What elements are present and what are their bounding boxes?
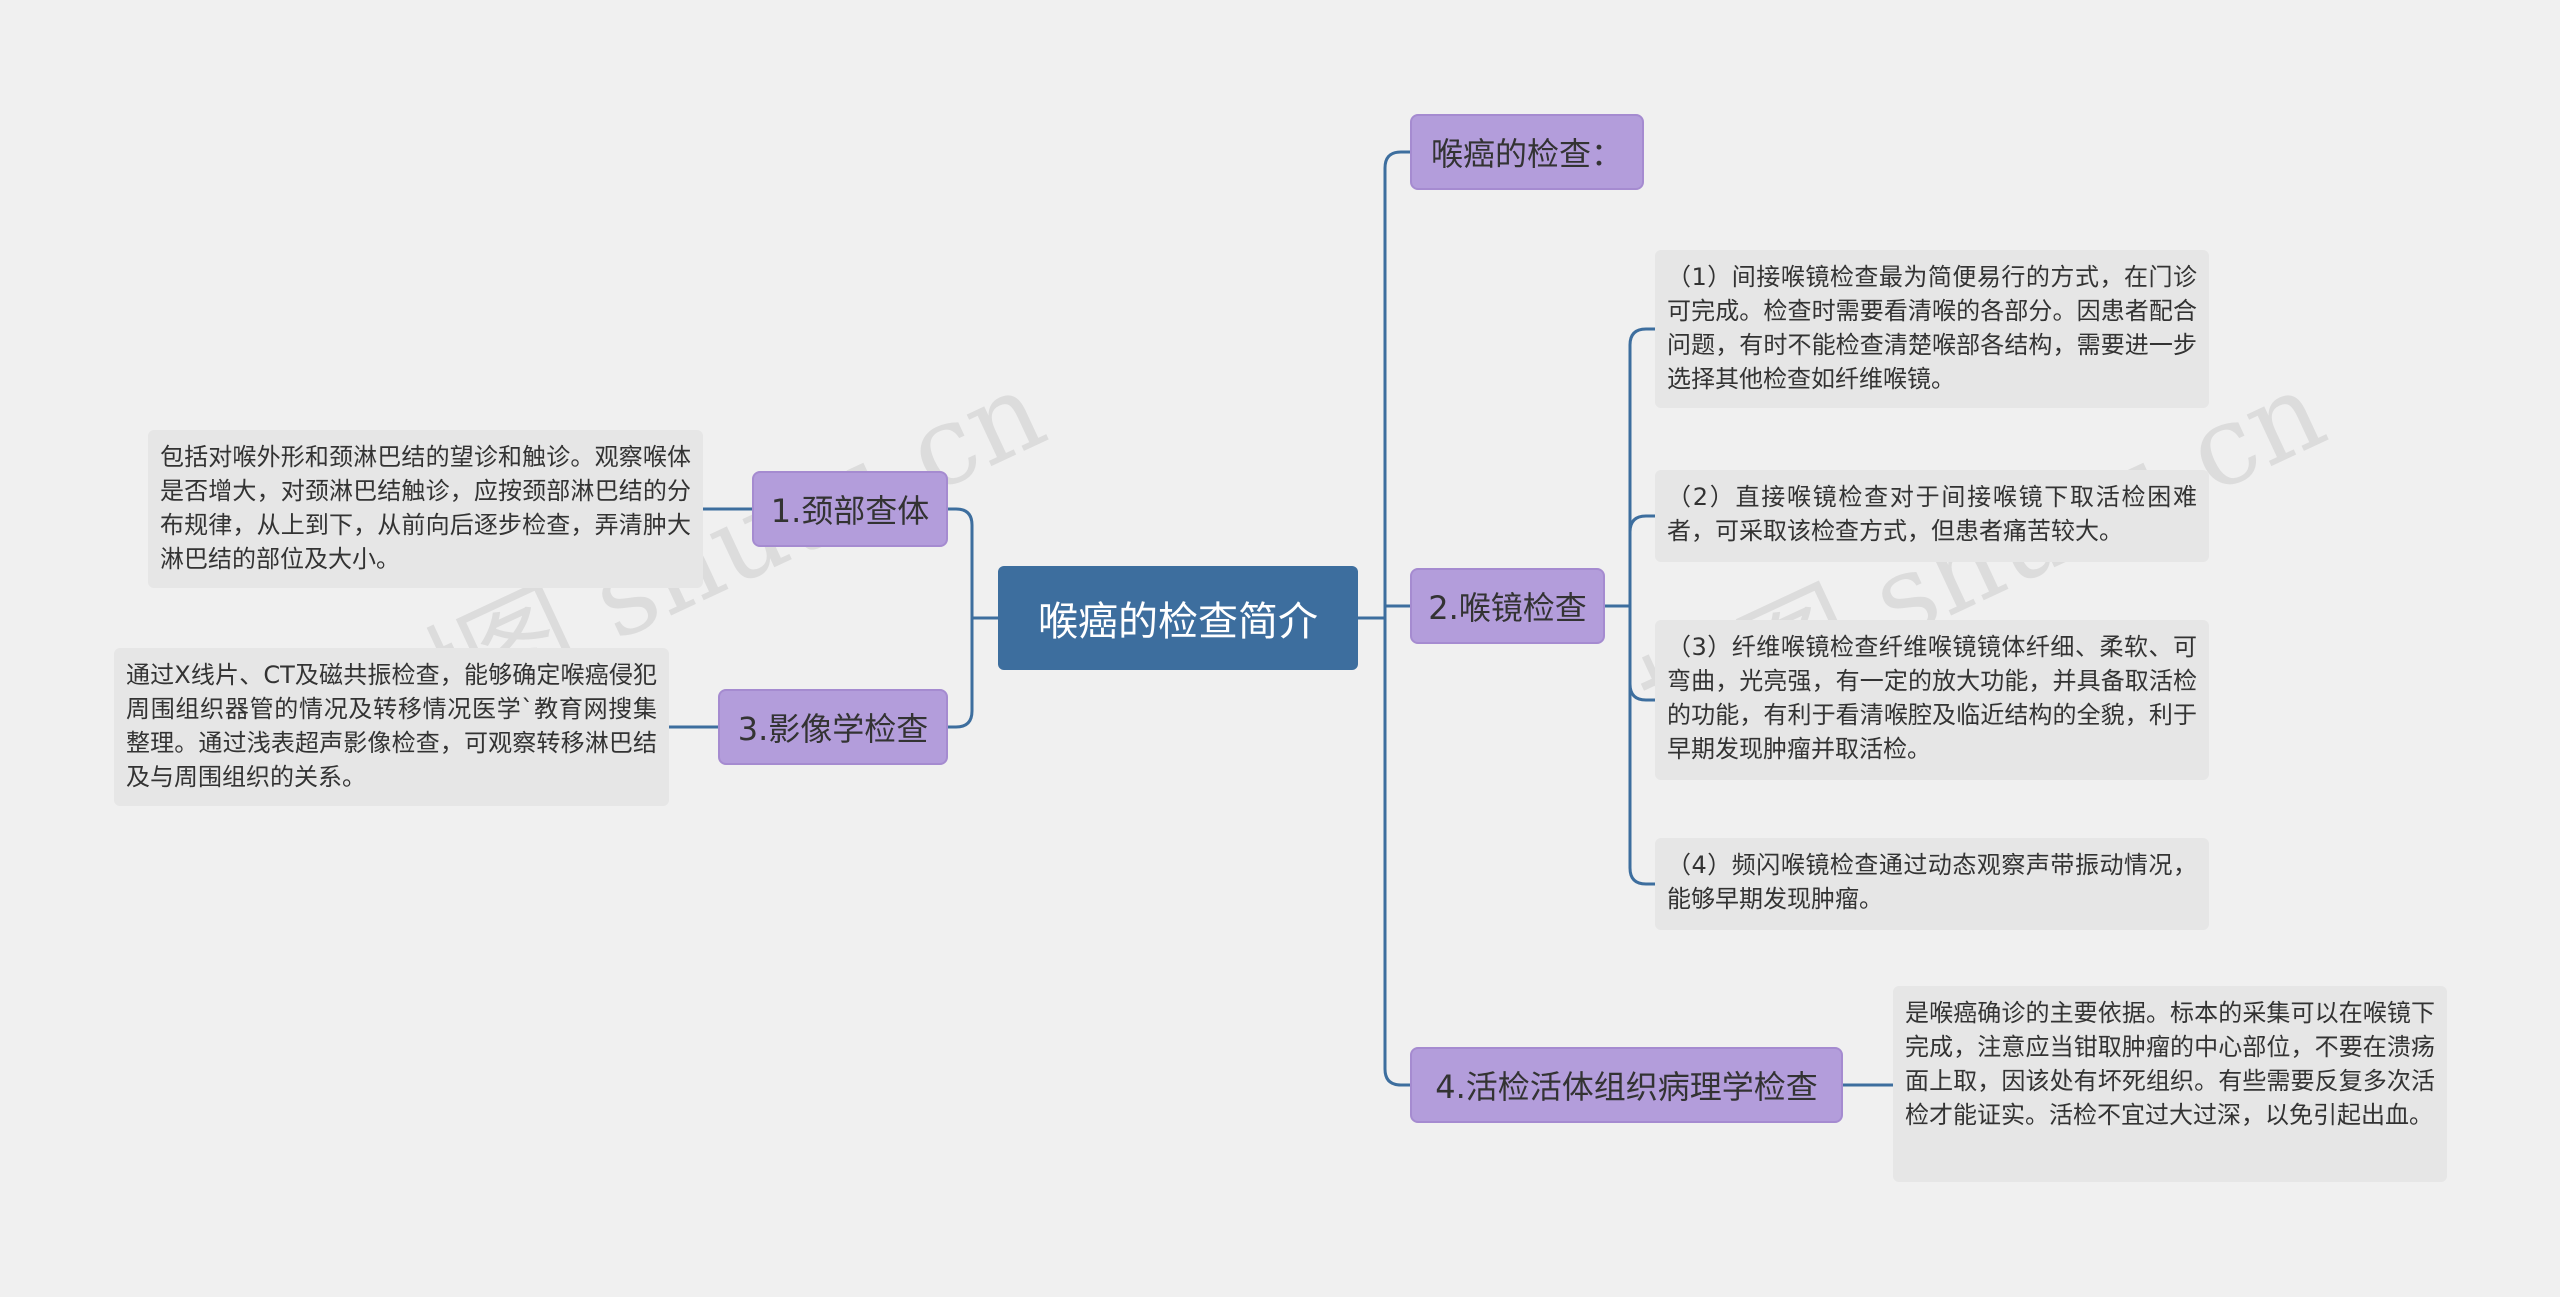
leaf-node[interactable]: 是喉癌确诊的主要依据。标本的采集可以在喉镜下完成，注意应当钳取肿瘤的中心部位，不… [1893, 986, 2447, 1182]
branch-node[interactable]: 1.颈部查体 [752, 471, 948, 547]
branch-node[interactable]: 3.影像学检查 [718, 689, 948, 765]
edge-root-b0 [1358, 150, 1410, 620]
edge-root-b4 [948, 616, 998, 729]
branch-node[interactable]: 4.活检活体组织病理学检查 [1410, 1047, 1843, 1123]
leaf-node[interactable]: （1）间接喉镜检查最为简便易行的方式，在门诊可完成。检查时需要看清喉的各部分。因… [1655, 250, 2209, 408]
leaf-node[interactable]: 包括对喉外形和颈淋巴结的望诊和触诊。观察喉体是否增大，对颈淋巴结触诊，应按颈部淋… [148, 430, 703, 588]
root-node[interactable]: 喉癌的检查简介 [998, 566, 1358, 670]
leaf-node[interactable]: （3）纤维喉镜检查纤维喉镜镜体纤细、柔软、可弯曲，光亮强，有一定的放大功能，并具… [1655, 620, 2209, 780]
edge-root-b1 [1358, 604, 1410, 620]
leaf-node[interactable]: （2）直接喉镜检查对于间接喉镜下取活检困难者，可采取该检查方式，但患者痛苦较大。 [1655, 470, 2209, 562]
leaf-node[interactable]: 通过X线片、CT及磁共振检查，能够确定喉癌侵犯周围组织器管的情况及转移情况医学`… [114, 648, 669, 806]
edge-b1-l3 [1605, 604, 1655, 886]
edge-root-b2 [1358, 616, 1410, 1087]
branch-node[interactable]: 喉癌的检查： [1410, 114, 1644, 190]
edge-root-b3 [948, 507, 998, 620]
leaf-node[interactable]: （4）频闪喉镜检查通过动态观察声带振动情况，能够早期发现肿瘤。 [1655, 838, 2209, 930]
branch-node[interactable]: 2.喉镜检查 [1410, 568, 1605, 644]
edge-b1-l1 [1605, 514, 1655, 608]
edge-b1-l0 [1605, 327, 1655, 608]
